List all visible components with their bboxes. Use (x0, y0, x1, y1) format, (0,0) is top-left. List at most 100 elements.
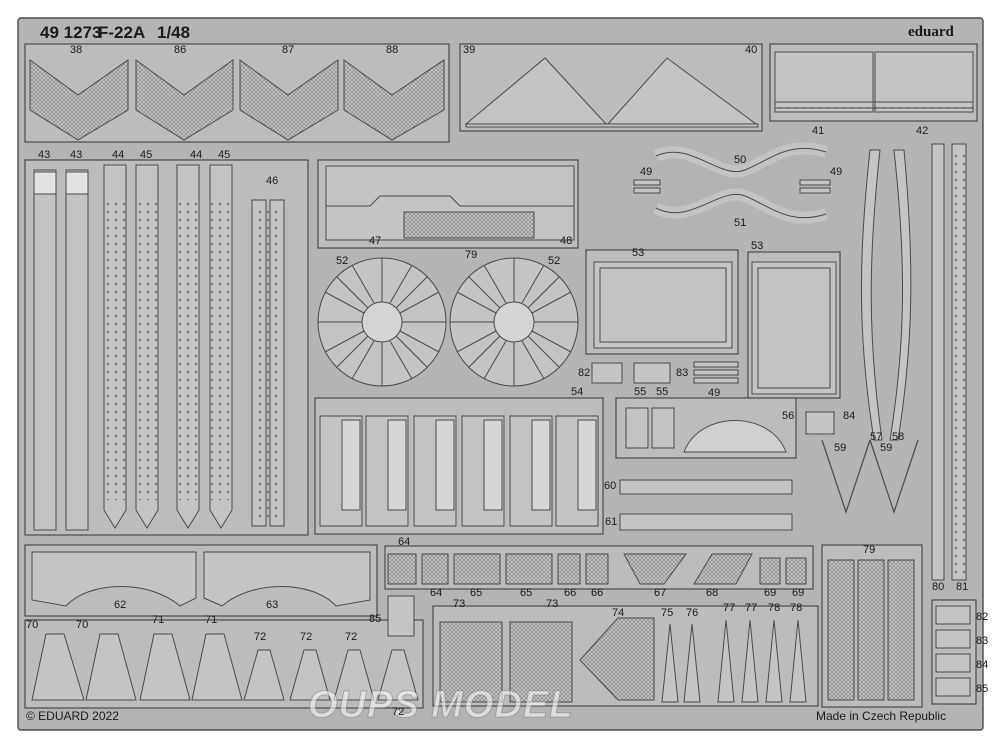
watermark-text: OUPS MODEL (307, 684, 574, 727)
part-number-62: 62 (114, 599, 127, 611)
part-number-41: 41 (812, 125, 825, 137)
part-number-57: 57 (870, 431, 883, 443)
part-number-51: 51 (734, 217, 747, 229)
parts-82-85-right (935, 605, 971, 697)
parts-80-81 (931, 143, 967, 581)
part-number-83a: 83 (676, 367, 689, 379)
part-number-56: 56 (782, 410, 795, 422)
part-number-66a: 66 (564, 587, 577, 599)
parts-75-78 (661, 619, 807, 703)
parts-82-83-small (591, 362, 671, 384)
part-number-60: 60 (604, 480, 617, 492)
parts-38-86-87-88 (29, 59, 445, 141)
part-number-64a: 64 (398, 536, 411, 548)
part-number-52b: 52 (548, 255, 561, 267)
part-number-86: 86 (174, 44, 187, 56)
part-number-78b: 78 (790, 602, 803, 614)
part-number-59a: 59 (834, 442, 847, 454)
parts-43-44-45 (33, 164, 233, 531)
part-number-85a: 85 (369, 613, 382, 625)
parts-50-51 (653, 142, 828, 224)
part-46 (251, 199, 285, 527)
part-number-58: 58 (892, 431, 905, 443)
part-number-81: 81 (956, 581, 969, 593)
part-number-80: 80 (932, 581, 945, 593)
part-number-64b: 64 (430, 587, 443, 599)
part-number-70a: 70 (26, 619, 39, 631)
scale: 1/48 (157, 23, 191, 42)
parts-62-63 (31, 551, 371, 607)
part-number-85b: 85 (976, 683, 989, 695)
part-number-63: 63 (266, 599, 279, 611)
part-number-76: 76 (686, 607, 699, 619)
part-number-55a: 55 (634, 386, 647, 398)
part-number-79b: 79 (863, 544, 876, 556)
part-number-78a: 78 (768, 602, 781, 614)
part-number-45b: 45 (218, 149, 231, 161)
part-number-84b: 84 (976, 659, 989, 671)
parts-64-69 (387, 553, 807, 585)
part-number-82a: 82 (578, 367, 591, 379)
part-number-65b: 65 (520, 587, 533, 599)
part-number-45a: 45 (140, 149, 153, 161)
part-number-61: 61 (605, 516, 618, 528)
part-number-72b: 72 (300, 631, 313, 643)
parts-60-61 (619, 479, 793, 531)
part-number-52a: 52 (336, 255, 349, 267)
part-number-39: 39 (463, 44, 476, 56)
part-number-79a: 79 (465, 249, 478, 261)
parts-54 (319, 415, 599, 527)
part-number-68: 68 (706, 587, 719, 599)
part-85-small (387, 595, 415, 637)
part-number-67: 67 (654, 587, 667, 599)
part-number-74: 74 (612, 607, 625, 619)
part-number-66b: 66 (591, 587, 604, 599)
part-number-82b: 82 (976, 611, 989, 623)
part-number-44a: 44 (112, 149, 125, 161)
parts-70-72 (31, 633, 419, 701)
part-number-77a: 77 (723, 602, 736, 614)
part-number-49b: 49 (830, 166, 843, 178)
part-number-38: 38 (70, 44, 83, 56)
part-number-77b: 77 (745, 602, 758, 614)
part-number-53a: 53 (632, 247, 645, 259)
part-number-71b: 71 (205, 614, 218, 626)
part-number-84a: 84 (843, 410, 856, 422)
part-number-46: 46 (266, 175, 279, 187)
parts-59 (821, 439, 919, 514)
set-code: 49 1273 (40, 23, 102, 42)
part-number-72c: 72 (345, 631, 358, 643)
part-number-72d: 72 (392, 706, 405, 718)
part-number-42: 42 (916, 125, 929, 137)
copyright-text: © EDUARD 2022 (26, 709, 119, 723)
part-number-50: 50 (734, 154, 747, 166)
origin-text: Made in Czech Republic (816, 709, 947, 723)
part-number-40: 40 (745, 44, 758, 56)
parts-55-56 (625, 407, 835, 453)
part-number-75: 75 (661, 607, 674, 619)
part-number-71a: 71 (152, 614, 165, 626)
parts-49 (633, 179, 831, 384)
part-number-73a: 73 (453, 598, 466, 610)
part-number-65a: 65 (470, 587, 483, 599)
parts-57-58 (860, 149, 912, 441)
part-number-54: 54 (571, 386, 584, 398)
part-number-69b: 69 (792, 587, 805, 599)
parts-53 (593, 261, 837, 395)
part-number-55b: 55 (656, 386, 669, 398)
part-number-83b: 83 (976, 635, 989, 647)
part-number-49a: 49 (640, 166, 653, 178)
part-number-43a: 43 (38, 149, 51, 161)
part-number-44b: 44 (190, 149, 203, 161)
parts-41-42 (774, 51, 974, 113)
part-number-73b: 73 (546, 598, 559, 610)
part-number-70b: 70 (76, 619, 89, 631)
parts-73-74 (439, 617, 655, 703)
parts-39-40 (464, 57, 759, 128)
part-number-69a: 69 (764, 587, 777, 599)
part-number-59b: 59 (880, 442, 893, 454)
parts-52-fans (317, 257, 579, 387)
part-number-53b: 53 (751, 240, 764, 252)
